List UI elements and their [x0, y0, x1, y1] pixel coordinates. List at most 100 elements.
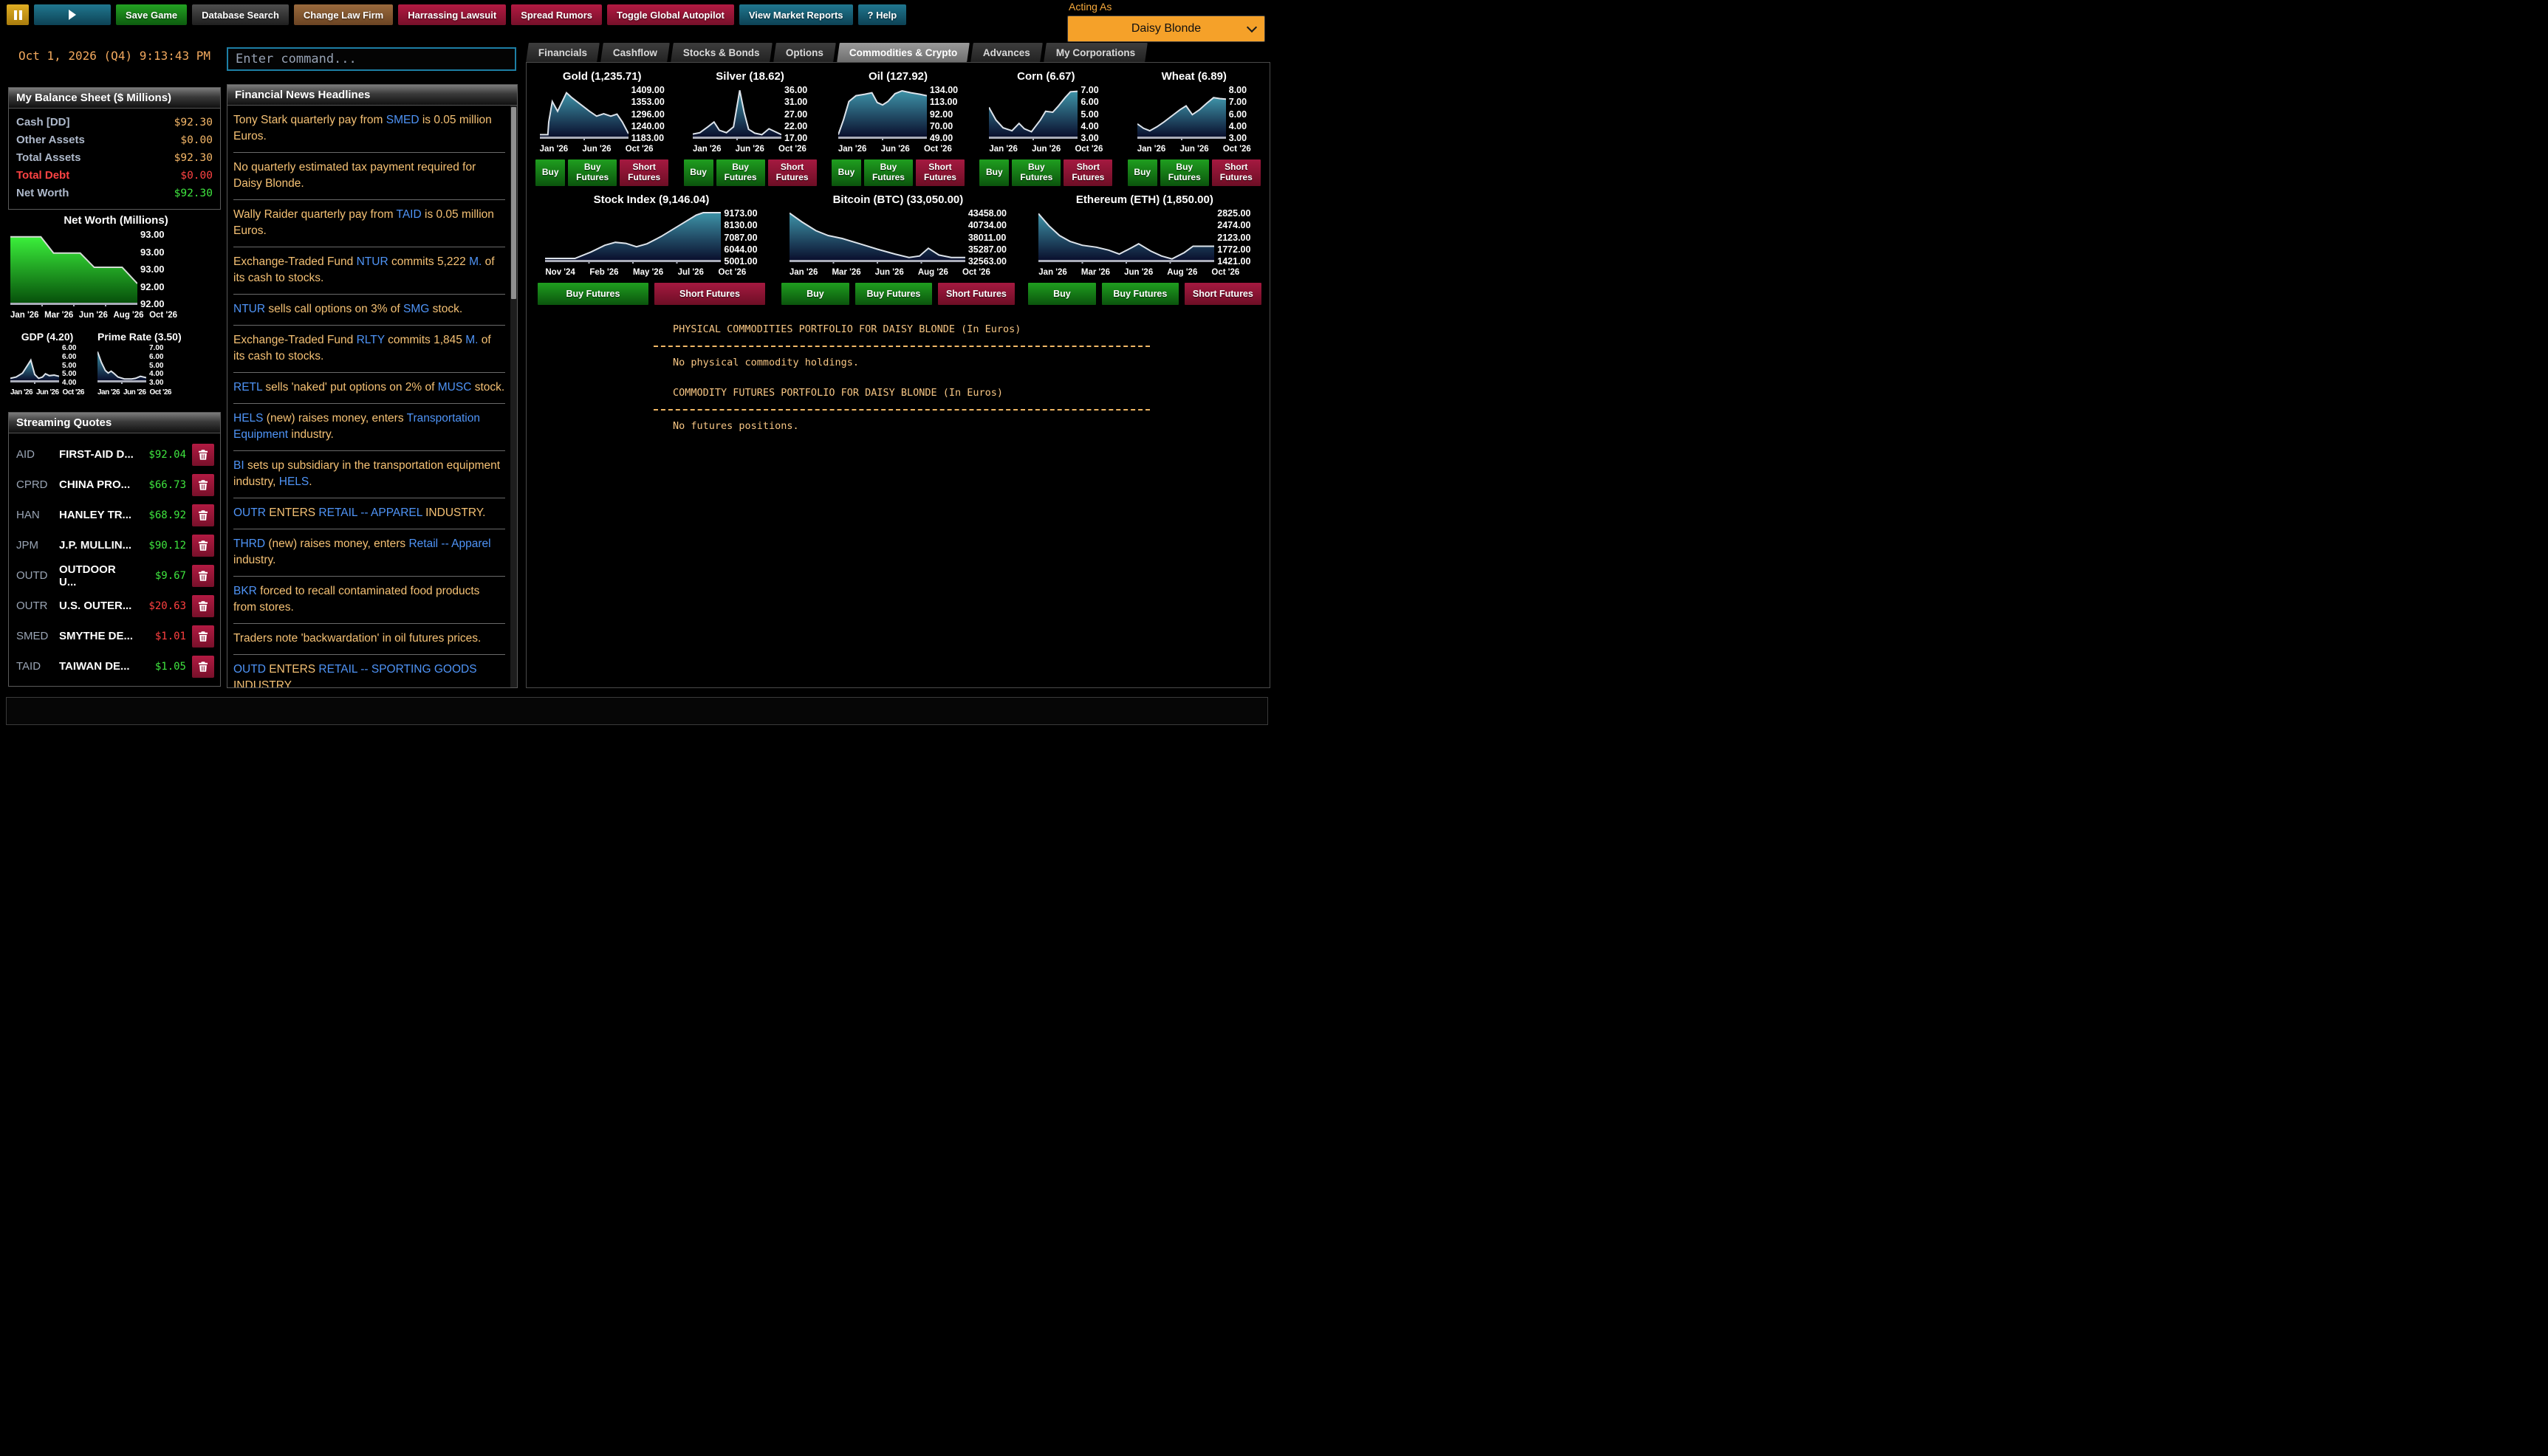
balance-sheet-title: My Balance Sheet ($ Millions) — [9, 88, 220, 109]
bitcoin-buy-futures-button[interactable]: Buy Futures — [855, 283, 932, 305]
toolbar-help-button[interactable]: ? Help — [857, 4, 907, 25]
oil-buy-futures-button[interactable]: Buy Futures — [863, 159, 913, 186]
news-headline[interactable]: Tony Stark quarterly pay from SMED is 0.… — [233, 106, 505, 153]
tab-cashflow[interactable]: Cashflow — [600, 43, 670, 62]
tab-options[interactable]: Options — [773, 43, 836, 62]
tab-advances[interactable]: Advances — [970, 43, 1043, 62]
bitcoin-buy-button[interactable]: Buy — [781, 283, 849, 305]
toolbar-save-game-button[interactable]: Save Game — [116, 4, 188, 25]
news-ticker-link[interactable]: BKR — [233, 585, 257, 597]
news-headline[interactable]: RETL sells 'naked' put options on 2% of … — [233, 373, 505, 404]
news-ticker-link[interactable]: NTUR — [233, 303, 266, 315]
news-ticker-link[interactable]: RETL — [233, 381, 263, 394]
news-headline[interactable]: OUTD ENTERS RETAIL -- SPORTING GOODS IND… — [233, 655, 505, 687]
silver-buy-button[interactable]: Buy — [683, 159, 713, 186]
news-text: stock. — [429, 303, 463, 315]
silver-short-futures-button[interactable]: Short Futures — [767, 159, 817, 186]
news-ticker-link[interactable]: Transportation Equipment — [233, 412, 480, 441]
gold-plot — [539, 91, 629, 140]
ethereum-buy-button[interactable]: Buy — [1027, 283, 1096, 305]
remove-quote-button[interactable] — [192, 504, 214, 526]
remove-quote-button[interactable] — [192, 534, 214, 557]
wheat-short-futures-button[interactable]: Short Futures — [1211, 159, 1261, 186]
news-headline[interactable]: BI sets up subsidiary in the transportat… — [233, 451, 505, 498]
remove-quote-button[interactable] — [192, 564, 214, 587]
x-tick-label: Mar '26 — [1080, 268, 1111, 277]
toolbar-play-button[interactable] — [34, 4, 111, 25]
news-headline[interactable]: Traders note 'backwardation' in oil futu… — [233, 624, 505, 655]
news-headline[interactable]: OUTR ENTERS RETAIL -- APPAREL INDUSTRY. — [233, 498, 505, 529]
remove-quote-button[interactable] — [192, 473, 214, 496]
remove-quote-button[interactable] — [192, 625, 214, 648]
news-ticker-link[interactable]: HELS — [233, 412, 264, 425]
news-headline[interactable]: Exchange-Traded Fund NTUR commits 5,222 … — [233, 247, 505, 295]
gold-buy-futures-button[interactable]: Buy Futures — [568, 159, 617, 186]
news-headline[interactable]: Wally Raider quarterly pay from TAID is … — [233, 200, 505, 247]
toolbar-change-law-firm-button[interactable]: Change Law Firm — [293, 4, 394, 25]
news-ticker-link[interactable]: M. — [469, 255, 482, 268]
news-ticker-link[interactable]: MUSC — [437, 381, 472, 394]
news-ticker-link[interactable]: THRD — [233, 538, 266, 550]
news-ticker-link[interactable]: NTUR — [356, 255, 388, 268]
remove-quote-button[interactable] — [192, 655, 214, 678]
wheat-buy-button[interactable]: Buy — [1127, 159, 1157, 186]
gold-short-futures-button[interactable]: Short Futures — [620, 159, 669, 186]
wheat-buy-futures-button[interactable]: Buy Futures — [1160, 159, 1209, 186]
corn-short-futures-button[interactable]: Short Futures — [1064, 159, 1113, 186]
tab-commodities-crypto[interactable]: Commodities & Crypto — [836, 43, 970, 62]
oil-short-futures-button[interactable]: Short Futures — [915, 159, 965, 186]
toolbar-toggle-global-autopilot-button[interactable]: Toggle Global Autopilot — [607, 4, 734, 25]
news-headline[interactable]: NTUR sells call options on 3% of SMG sto… — [233, 295, 505, 326]
stock_index-buy-futures-button[interactable]: Buy Futures — [537, 283, 648, 305]
corn-buy-futures-button[interactable]: Buy Futures — [1012, 159, 1061, 186]
news-ticker-link[interactable]: RETAIL -- APPAREL — [318, 506, 422, 519]
news-headline[interactable]: Exchange-Traded Fund RLTY commits 1,845 … — [233, 326, 505, 373]
news-ticker-link[interactable]: OUTR — [233, 506, 266, 519]
news-scrollbar[interactable] — [510, 106, 517, 687]
news-ticker-link[interactable]: HELS — [278, 475, 309, 488]
toolbar-spread-rumors-button[interactable]: Spread Rumors — [511, 4, 602, 25]
tab-my-corporations[interactable]: My Corporations — [1043, 43, 1148, 62]
news-ticker-link[interactable]: Retail -- Apparel — [408, 538, 491, 550]
news-headline[interactable]: BKR forced to recall contaminated food p… — [233, 577, 505, 624]
news-ticker-link[interactable]: SMG — [403, 303, 430, 315]
gold-buy-button[interactable]: Buy — [535, 159, 566, 186]
oil-buy-button[interactable]: Buy — [831, 159, 861, 186]
remove-quote-button[interactable] — [192, 443, 214, 466]
news-ticker-link[interactable]: TAID — [396, 208, 422, 221]
command-input[interactable] — [227, 47, 516, 71]
corn-buy-button[interactable]: Buy — [979, 159, 1010, 186]
news-ticker-link[interactable]: SMED — [386, 114, 419, 126]
news-ticker-link[interactable]: OUTD — [233, 663, 266, 676]
toolbar-view-market-reports-button[interactable]: View Market Reports — [739, 4, 853, 25]
bitcoin-short-futures-button[interactable]: Short Futures — [937, 283, 1015, 305]
news-ticker-link[interactable]: RETAIL -- SPORTING GOODS — [318, 663, 477, 676]
news-scrollbar-thumb[interactable] — [511, 107, 516, 300]
toolbar-database-search-button[interactable]: Database Search — [192, 4, 289, 25]
news-ticker-link[interactable]: M. — [465, 334, 479, 346]
chart-title: Wheat (6.89) — [1161, 70, 1227, 83]
stock_index-short-futures-button[interactable]: Short Futures — [654, 283, 765, 305]
news-headline[interactable]: No quarterly estimated tax payment requi… — [233, 153, 505, 200]
news-ticker-link[interactable]: RLTY — [356, 334, 385, 346]
x-tick-label: Jan '26 — [539, 145, 569, 154]
toolbar-pause-button[interactable] — [7, 4, 29, 25]
balance-row-label: Other Assets — [16, 134, 85, 146]
news-ticker-link[interactable]: BI — [233, 459, 244, 472]
ethereum-short-futures-button[interactable]: Short Futures — [1184, 283, 1261, 305]
toolbar-harrassing-lawsuit-button[interactable]: Harrassing Lawsuit — [398, 4, 507, 25]
tab-stocks-bonds[interactable]: Stocks & Bonds — [671, 43, 773, 62]
news-headline[interactable]: HELS (new) raises money, enters Transpor… — [233, 404, 505, 451]
acting-as-select[interactable]: Daisy Blonde — [1067, 16, 1265, 42]
tab-financials[interactable]: Financials — [526, 43, 600, 62]
remove-quote-button[interactable] — [192, 594, 214, 617]
news-headline[interactable]: THRD (new) raises money, enters Retail -… — [233, 529, 505, 577]
silver-buy-futures-button[interactable]: Buy Futures — [716, 159, 765, 186]
ethereum-buy-futures-button[interactable]: Buy Futures — [1101, 283, 1179, 305]
